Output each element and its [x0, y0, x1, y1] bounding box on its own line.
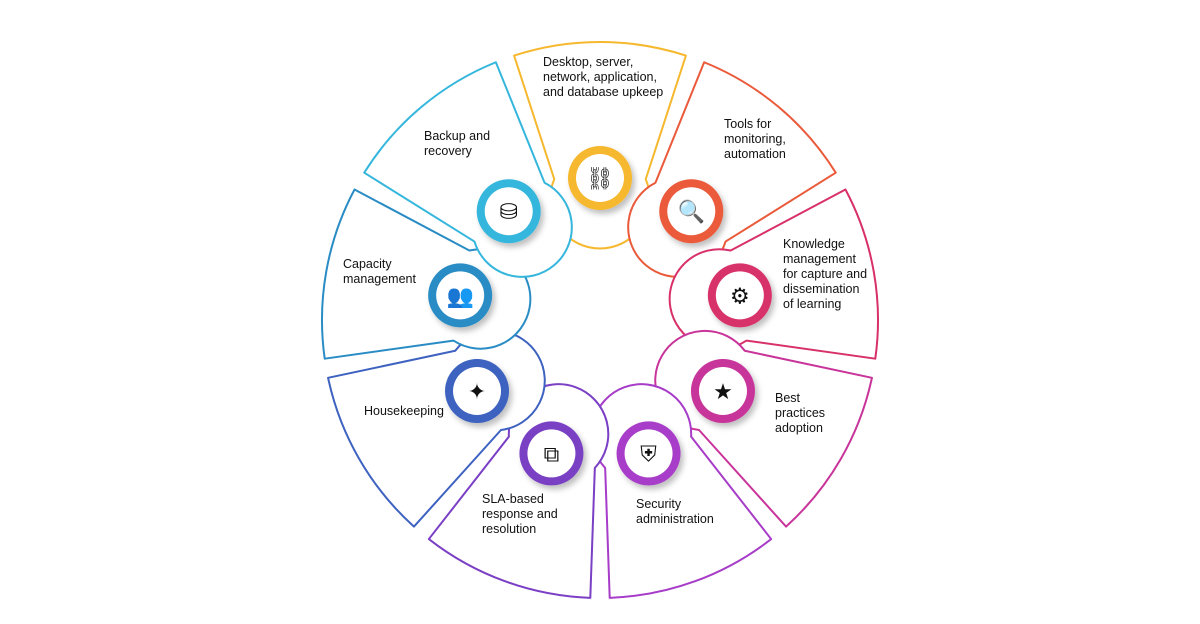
hands-ideas-icon: ★ [713, 380, 733, 405]
icon-background [698, 367, 747, 415]
team-gear-icon: 👥 [446, 284, 473, 309]
label-monitoring-tools: Tools for monitoring, automation [724, 117, 786, 161]
browser-shield-icon: ⛨ [640, 442, 657, 467]
icon-background [527, 429, 576, 478]
broom-sparkle-icon: ✦ [468, 380, 486, 405]
label-capacity-management: Capacity management [343, 257, 416, 286]
icon-background [667, 187, 716, 236]
label-desktop-upkeep: Desktop, server, network, application, a… [543, 55, 664, 99]
segment-team-gear: 👥 [321, 188, 532, 360]
database-sync-icon: ⛁ [500, 200, 518, 225]
segment-monitor-analytics: 🔍 [627, 61, 837, 278]
hand-gear-icon: ⚙ [730, 284, 750, 309]
icon-background [576, 154, 624, 202]
icon-background [715, 271, 764, 320]
label-knowledge-management: Knowledge management for capture and dis… [783, 237, 868, 311]
window-expand-icon: ⧉ [544, 442, 560, 467]
label-sla-response: SLA-based response and resolution [482, 492, 558, 536]
segment-browser-shield: ⛨ [590, 383, 773, 599]
label-security-administration: Security administration [636, 497, 714, 526]
segment-hand-gear: ⚙ [668, 188, 879, 360]
monitor-analytics-icon: 🔍 [678, 197, 705, 225]
icon-background [484, 187, 533, 236]
icon-background [453, 367, 502, 415]
label-backup-recovery: Backup and recovery [424, 129, 491, 158]
icon-background [624, 429, 673, 478]
segment-broom-sparkle: ✦ [327, 329, 546, 528]
icon-background [436, 271, 485, 320]
label-housekeeping: Housekeeping [364, 404, 444, 418]
label-best-practices: Best practices adoption [775, 391, 826, 435]
segment-hands-ideas: ★ [654, 329, 873, 528]
segment-database-sync: ⛁ [363, 61, 573, 278]
neural-network-icon: ⛓ [586, 167, 614, 192]
